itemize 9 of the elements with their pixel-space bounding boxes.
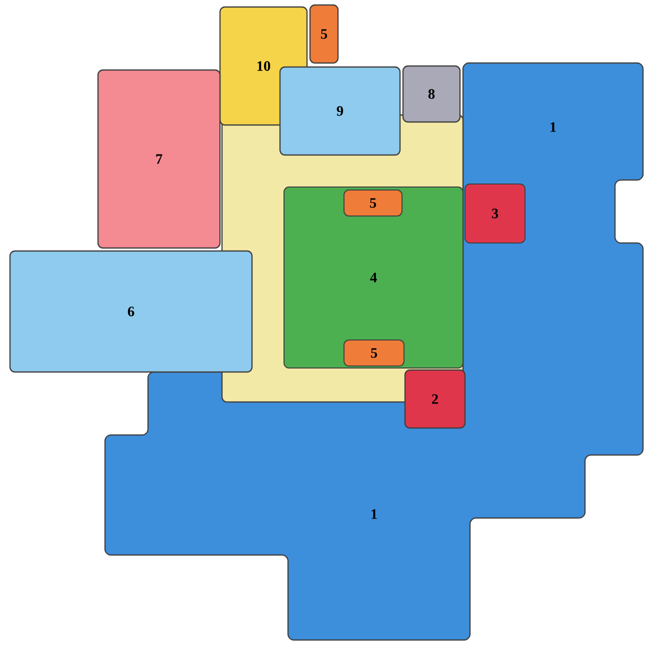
numbered-region: 9 xyxy=(279,66,401,156)
numbered-region: 3 xyxy=(464,184,526,244)
numbered-region: 5 xyxy=(344,340,404,366)
numbered-region: 5 xyxy=(309,4,339,64)
numbered-region: 5 xyxy=(344,190,402,216)
numbered-region: 2 xyxy=(404,369,466,429)
numbered-region: 8 xyxy=(402,65,461,123)
numbered-region: 7 xyxy=(97,69,221,249)
numbered-region: 6 xyxy=(9,250,253,373)
